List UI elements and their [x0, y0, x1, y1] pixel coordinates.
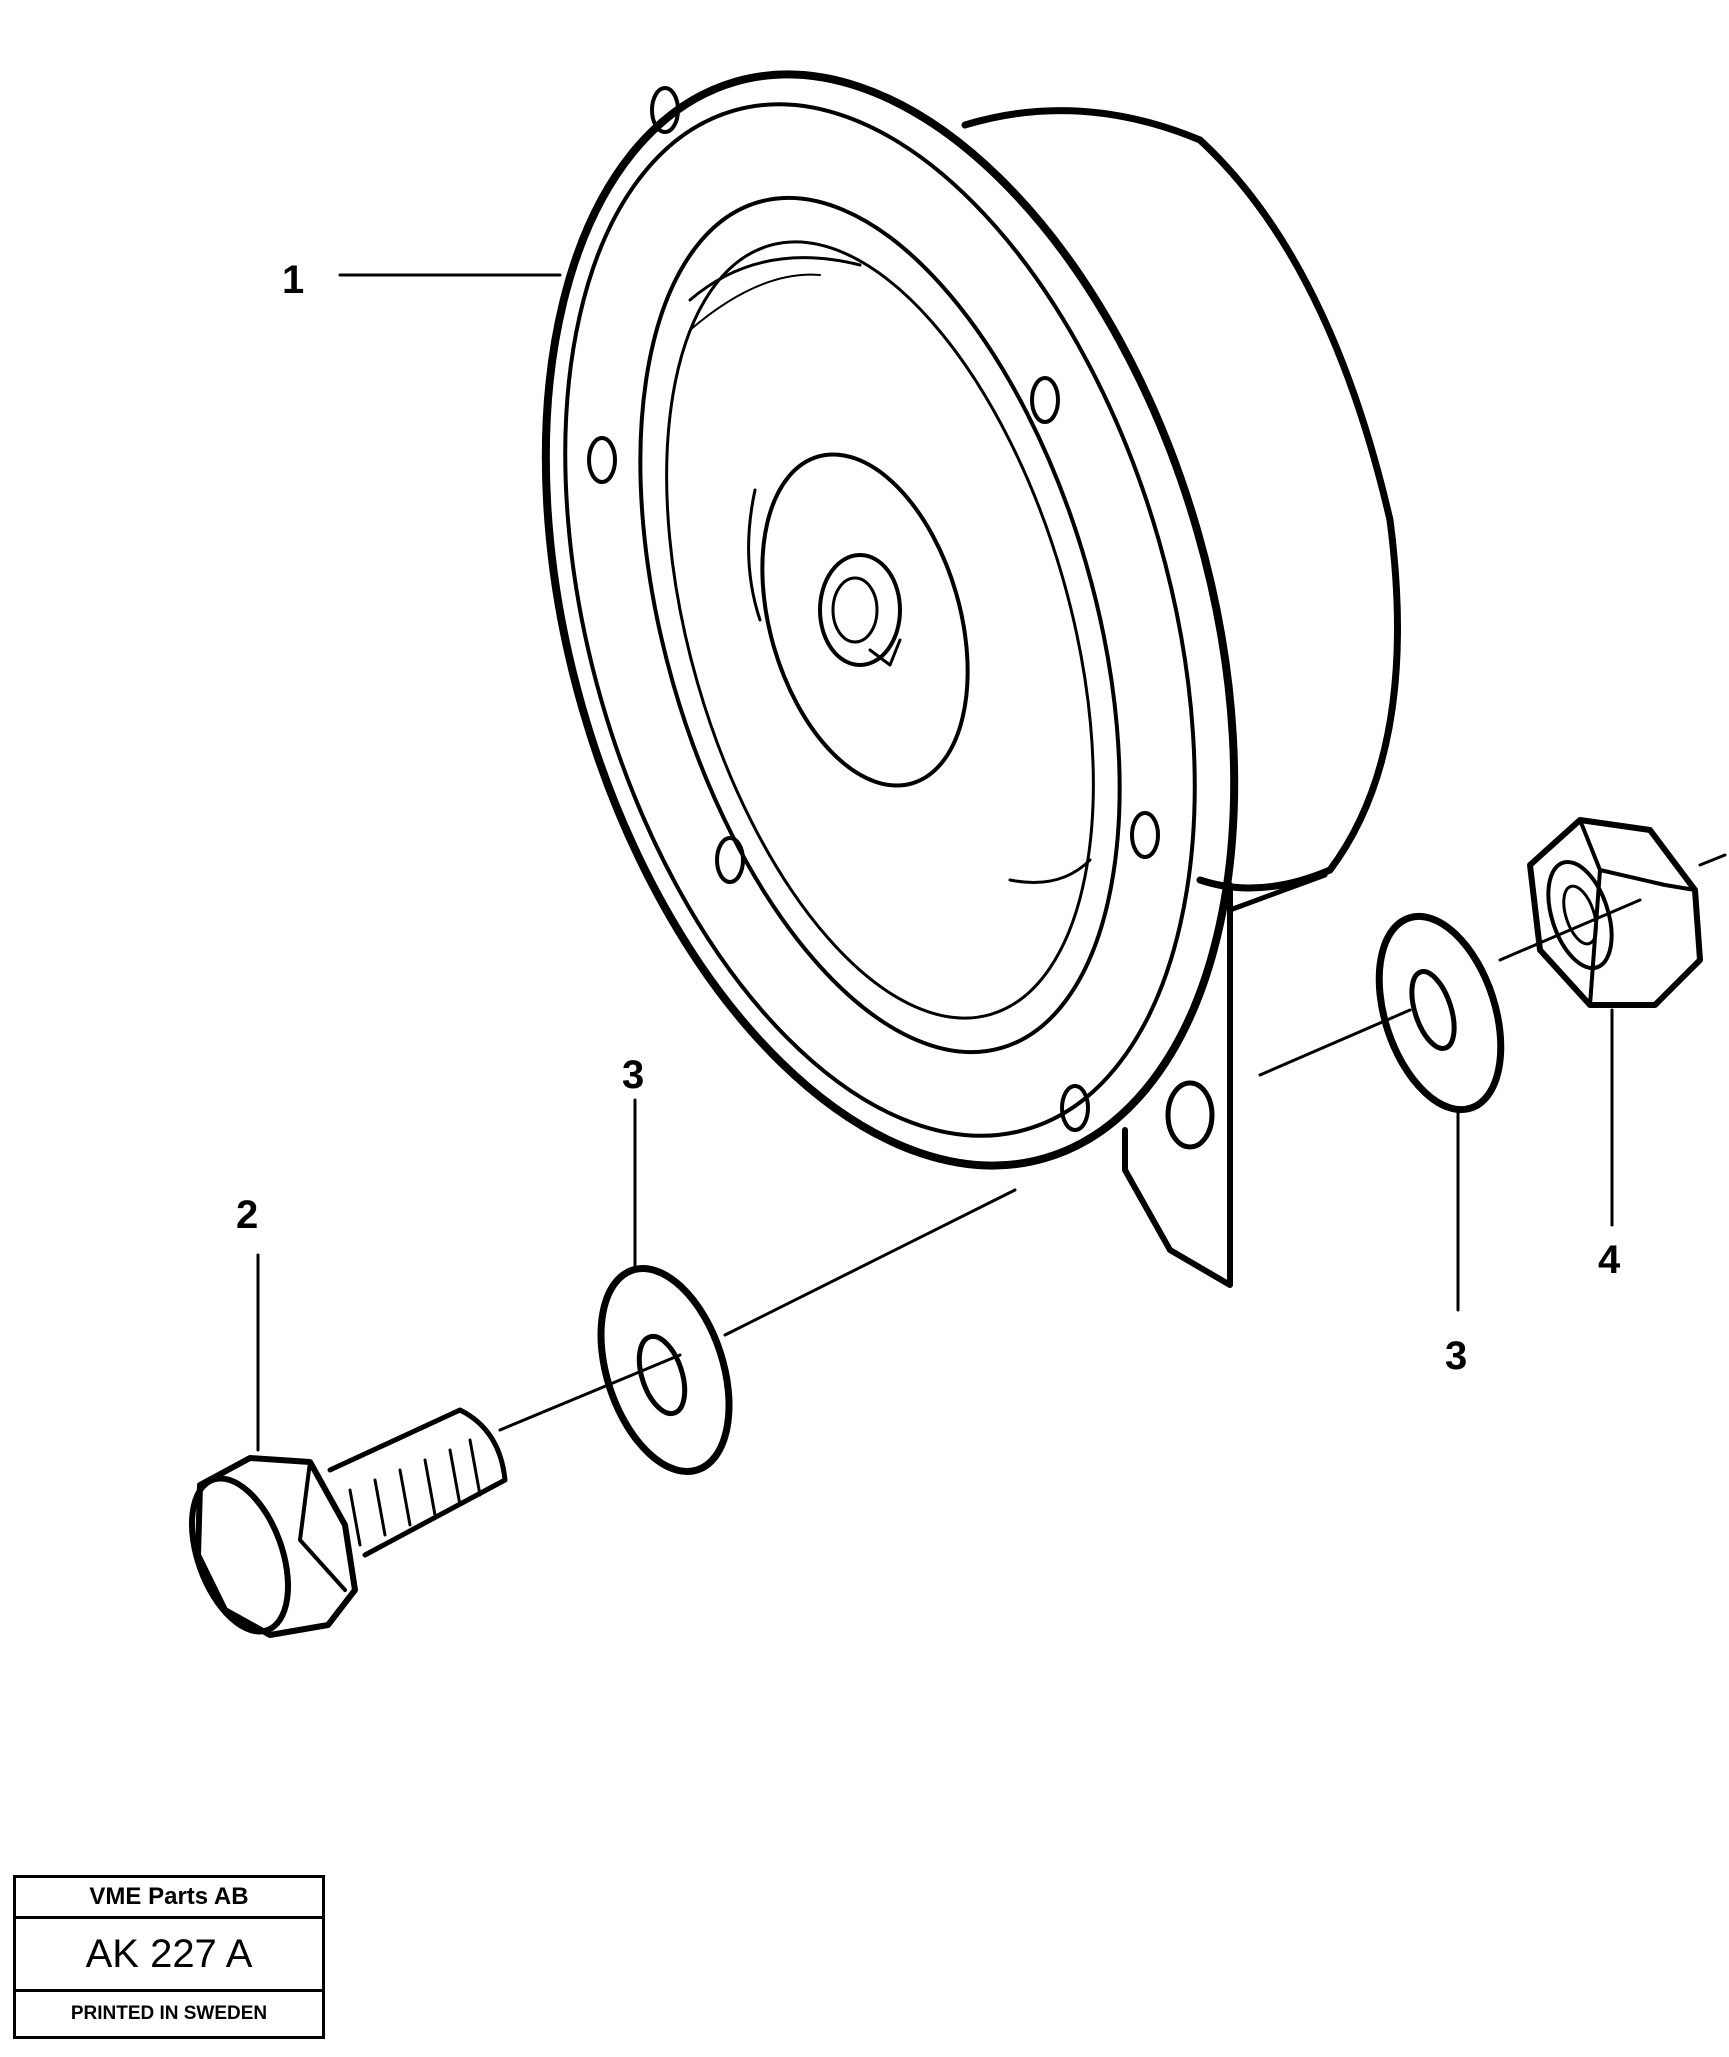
callout-part-3-right: 3	[1445, 1334, 1468, 1378]
title-block-code: AK 227 A	[16, 1919, 322, 1992]
title-block-company: VME Parts AB	[16, 1878, 322, 1919]
washer-left	[597, 1265, 733, 1475]
horn	[541, 70, 1401, 1288]
nut	[1527, 817, 1703, 1008]
title-block: VME Parts AB AK 227 A PRINTED IN SWEDEN	[13, 1875, 325, 2039]
callout-part-4: 4	[1598, 1238, 1621, 1282]
callout-part-2: 2	[236, 1193, 259, 1237]
callout-part-3-left: 3	[622, 1053, 645, 1097]
washer-right	[1375, 912, 1505, 1114]
callout-part-1: 1	[282, 258, 305, 302]
title-block-printed: PRINTED IN SWEDEN	[70, 2003, 268, 2024]
bolt	[188, 1407, 508, 1638]
